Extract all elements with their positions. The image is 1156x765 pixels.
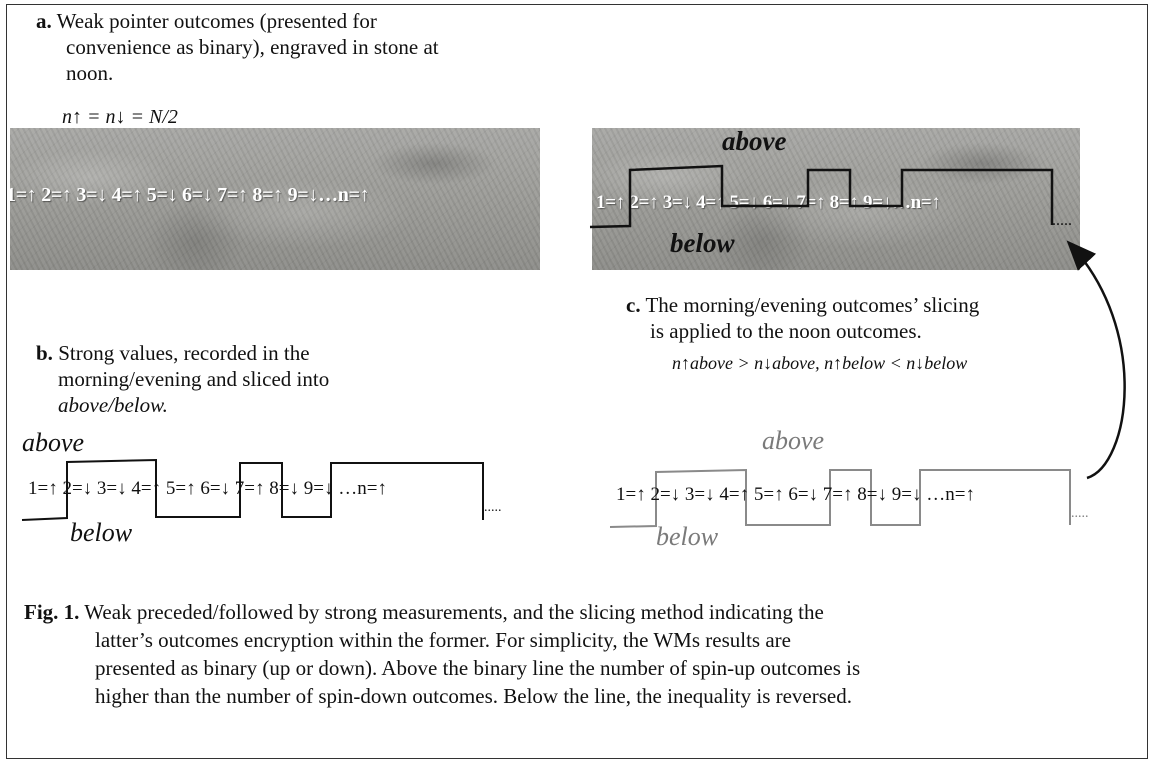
panel-a-caption: a. Weak pointer outcomes (presented for …	[36, 8, 556, 86]
panel-a-caption-line-2: convenience as binary), engraved in ston…	[66, 35, 439, 59]
panel-c-slicing-line	[609, 468, 1071, 528]
figure-caption-line-1: Weak preceded/followed by strong measure…	[84, 600, 824, 624]
panel-c-sequence: 1=↑ 2=↓ 3=↓ 4=↑ 5=↑ 6=↓ 7=↑ 8=↓ 9=↓ …n=↑	[616, 484, 975, 505]
panel-c-label-above: above	[762, 426, 825, 455]
figure-frame	[6, 4, 1148, 759]
panel-b-trail: .....	[484, 500, 502, 515]
stone-sequence-right: 1=↑ 2=↑ 3=↓ 4=↑ 5=↓ 6=↓ 7=↑ 8=↑ 9=↓…n=↑	[596, 192, 941, 213]
stone-slicing-line	[589, 164, 1054, 229]
panel-b-label-above: above	[22, 428, 85, 457]
panel-c-trail: .....	[1071, 506, 1089, 521]
panel-a-equation: n↑ = n↓ = N/2	[62, 106, 178, 128]
stone-label-below: below	[670, 228, 735, 258]
stone-trail: .....	[1052, 212, 1072, 229]
figure-caption: Fig. 1. Weak preceded/followed by strong…	[24, 598, 1134, 710]
panel-c-letter: c.	[626, 293, 641, 317]
panel-b-caption-line-1: Strong values, recorded in the	[58, 341, 310, 365]
panel-b-caption-line-2: morning/evening and sliced into	[58, 367, 330, 391]
figure-caption-line-3: presented as binary (up or down). Above …	[95, 656, 861, 680]
panel-c-caption-line-1: The morning/evening outcomes’ slicing	[645, 293, 980, 317]
panel-b-slicing-line	[21, 458, 484, 521]
panel-b-letter: b.	[36, 341, 53, 365]
panel-b-sequence: 1=↑ 2=↓ 3=↓ 4=↑ 5=↑ 6=↓ 7=↑ 8=↓ 9=↓ …n=↑	[28, 478, 387, 499]
panel-c-caption: c. The morning/evening outcomes’ slicing…	[626, 292, 1146, 344]
figure-caption-label: Fig. 1.	[24, 600, 80, 624]
panel-a-letter: a.	[36, 9, 52, 33]
panel-c-caption-line-2: is applied to the noon outcomes.	[650, 319, 922, 343]
panel-c-inequality: n↑above > n↓above, n↑below < n↓below	[672, 353, 968, 373]
figure-caption-line-4: higher than the number of spin-down outc…	[95, 684, 852, 708]
panel-a-caption-line-3: noon.	[66, 61, 114, 85]
figure-caption-line-2: latter’s outcomes encryption within the …	[95, 628, 791, 652]
panel-b-caption-line-3: above/below.	[58, 393, 168, 417]
panel-a-caption-line-1: Weak pointer outcomes (presented for	[56, 9, 377, 33]
stone-slab-left: 1=↑ 2=↑ 3=↓ 4=↑ 5=↓ 6=↓ 7=↑ 8=↑ 9=↓…n=↑	[10, 128, 540, 270]
stone-label-above: above	[722, 128, 787, 156]
stone-sequence-left: 1=↑ 2=↑ 3=↓ 4=↑ 5=↓ 6=↓ 7=↑ 8=↑ 9=↓…n=↑	[10, 184, 370, 206]
panel-b-caption: b. Strong values, recorded in the mornin…	[36, 340, 436, 418]
curved-arrow	[1066, 240, 1126, 480]
panel-c-label-below: below	[656, 522, 719, 551]
stone-slab-right: 1=↑ 2=↑ 3=↓ 4=↑ 5=↓ 6=↓ 7=↑ 8=↑ 9=↓…n=↑ …	[592, 128, 1080, 270]
panel-b-label-below: below	[70, 518, 133, 547]
